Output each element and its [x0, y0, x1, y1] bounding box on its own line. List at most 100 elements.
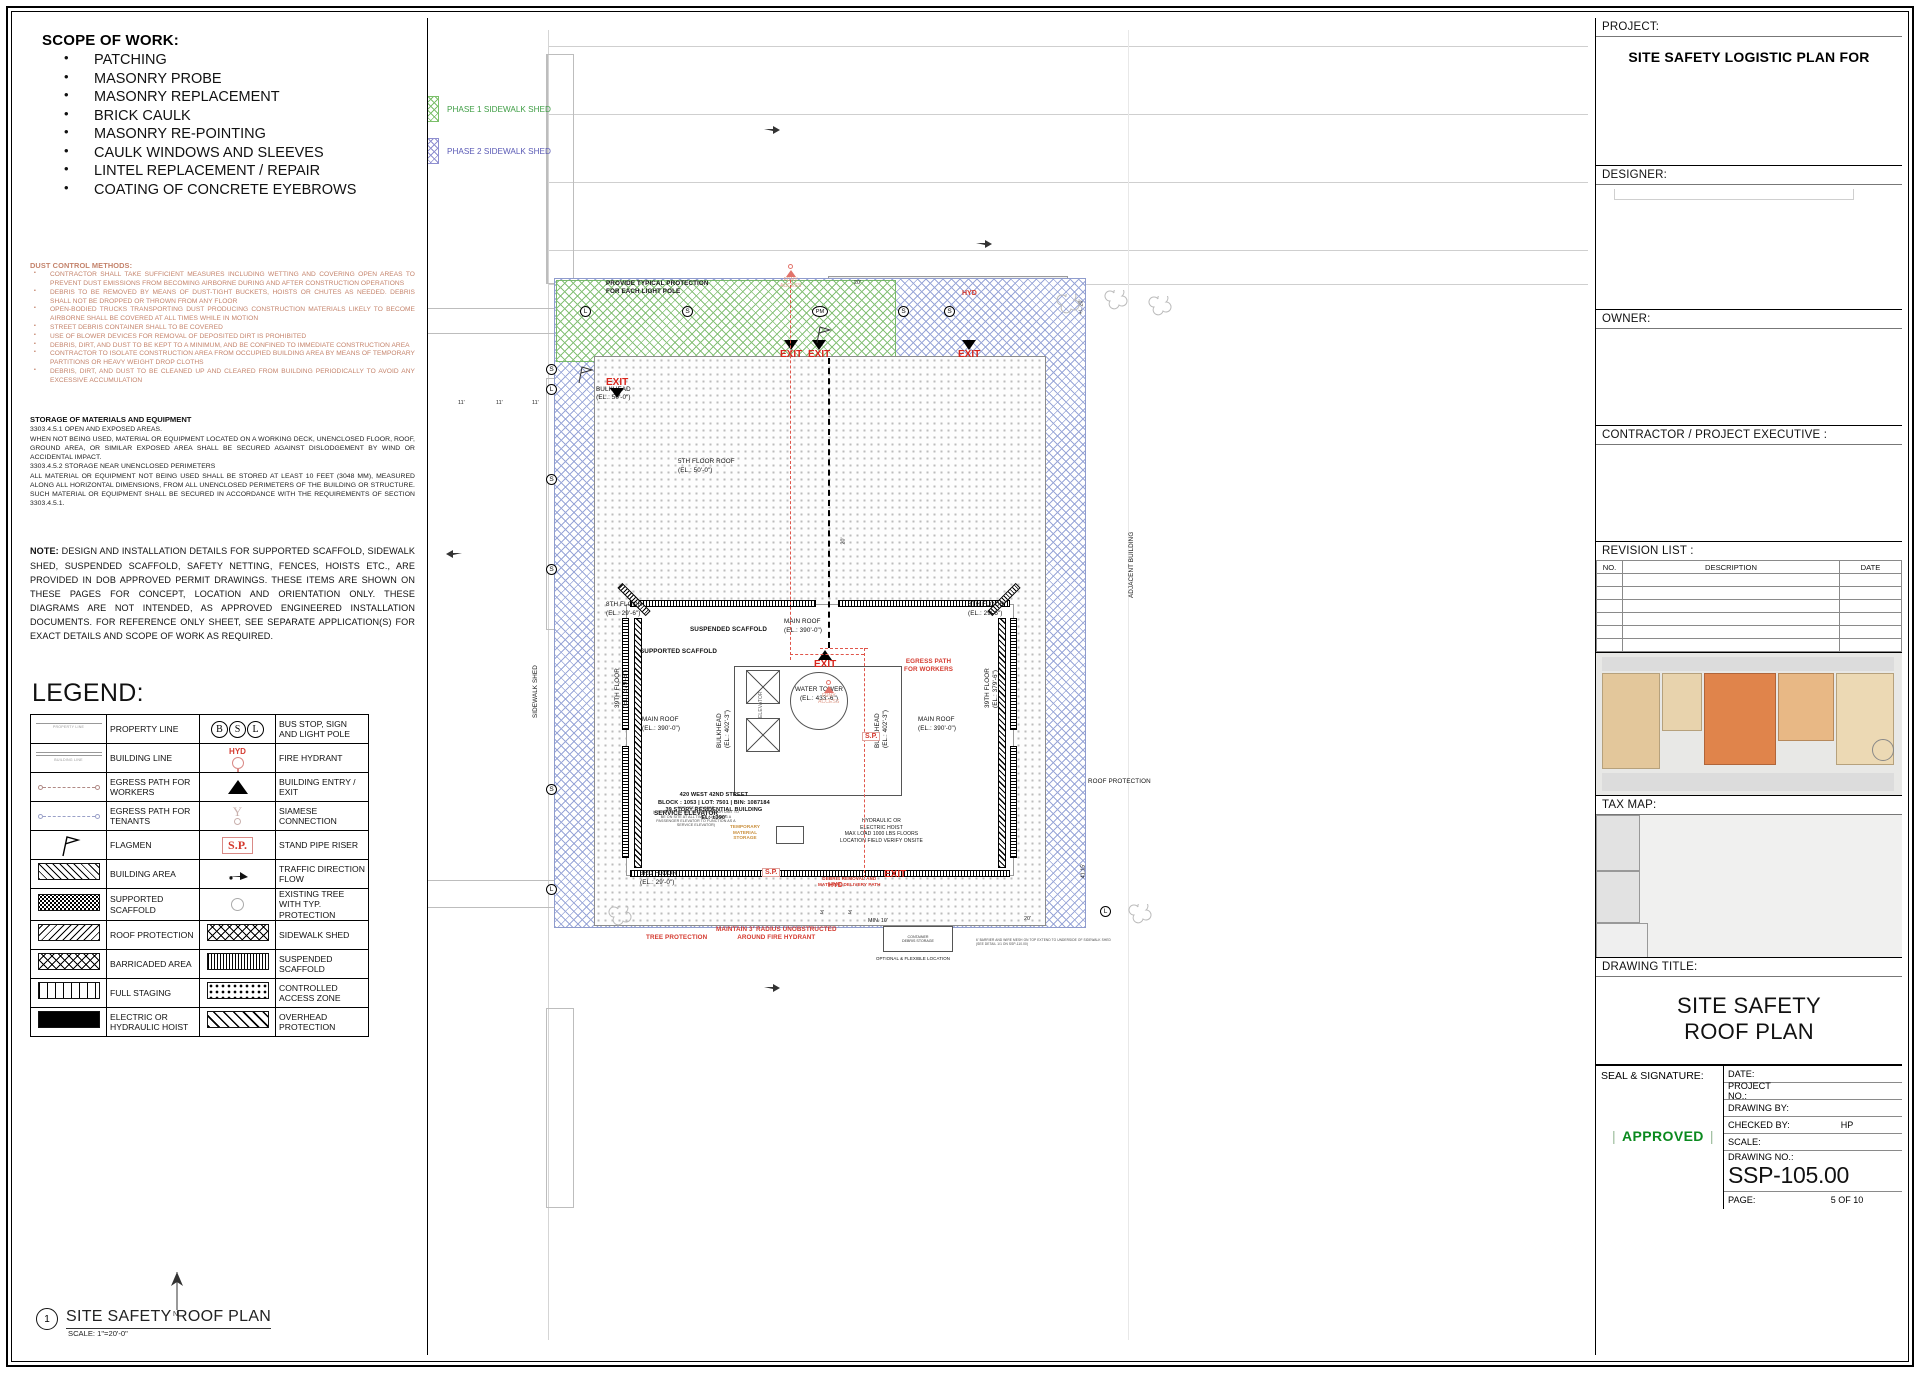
field-key: PROJECT NO.: — [1728, 1080, 1771, 1101]
storage-p1: 3303.4.5.1 OPEN AND EXPOSED AREAS. — [30, 426, 163, 434]
revision-section: REVISION LIST : NO. DESCRIPTION DATE — [1596, 542, 1902, 653]
legend-row: FULL STAGING CONTROLLED ACCESS ZONE — [30, 978, 369, 1009]
legend-row: EGRESS PATH FOR TENANTS Y SIAMESE CONNEC… — [30, 801, 369, 832]
roof-protection-note: ROOF PROTECTION — [1088, 778, 1151, 785]
scope-item: COATING OF CONCRETE EYEBROWS — [60, 180, 415, 200]
light-pole-marker: L — [580, 306, 591, 317]
legend-label: EXISTING TREE WITH TYP. PROTECTION — [275, 888, 369, 922]
map-lot — [1602, 673, 1660, 769]
north-arrow-icon: N — [160, 1270, 194, 1316]
dimension-label: 3' — [848, 910, 853, 916]
fdny-access-label: FDNY ACCESS — [818, 693, 840, 705]
legend-label: ELECTRIC OR HYDRAULIC HOIST — [106, 1007, 200, 1038]
contractor-section: CONTRACTOR / PROJECT EXECUTIVE : — [1596, 426, 1902, 542]
sign-marker: S — [546, 474, 557, 485]
exit-marker: EXIT — [808, 340, 830, 360]
traffic-direction-flow-icon — [976, 236, 992, 251]
sign-marker: S — [682, 306, 693, 317]
sidewalk-shed-label: SIDEWALK SHED — [532, 665, 539, 718]
dust-item: DEBRIS TO BE REMOVED BY MEANS OF DUST-TI… — [30, 288, 415, 307]
traffic-direction-flow-icon — [764, 980, 780, 995]
scope-item: LINTEL REPLACEMENT / REPAIR — [60, 161, 415, 181]
sign-marker: S — [546, 564, 557, 575]
eighth-floor-elev-r: (EL.: 29'-6") — [968, 610, 1003, 617]
exit-marker: EXIT — [958, 340, 980, 360]
water-tower-label: WATER TOWER — [794, 686, 844, 693]
light-pole-note: PROVIDE TYPICAL PROTECTION FOR EACH LIGH… — [606, 280, 709, 296]
field-value: HP — [1840, 1119, 1854, 1130]
drawing-number-block: DRAWING NO.: SSP-105.00 — [1724, 1151, 1902, 1192]
fdny-circle-icon — [788, 264, 794, 269]
roof-protection-icon — [30, 920, 107, 951]
legend-label: BUILDING LINE — [106, 743, 200, 774]
tax-map-image — [1596, 815, 1902, 957]
scope-of-work-title: SCOPE OF WORK: — [42, 32, 179, 49]
approved-stamp: APPROVED — [1612, 1128, 1714, 1144]
street-line — [548, 46, 1588, 47]
sheet-outer-border — [6, 6, 1914, 1367]
suspended-scaffold-band — [630, 870, 1010, 877]
bulkhead-elev-r: (EL.: 402'-3") — [882, 709, 889, 748]
designer-section: DESIGNER: — [1596, 166, 1902, 310]
svg-text:N: N — [173, 1311, 178, 1316]
storage-p4: ALL MATERIAL OR EQUIPMENT NOT BEING USED… — [30, 472, 415, 508]
legend-label: BARRICADED AREA — [106, 949, 200, 980]
standpipe-marker: S.P. — [762, 868, 781, 877]
building-area-icon — [30, 859, 107, 890]
elevator-shaft-2 — [746, 718, 780, 752]
fdny-triangle-icon — [823, 686, 834, 693]
revision-header-row: NO. DESCRIPTION DATE — [1596, 560, 1902, 574]
site-plan-drawing: PHASE 1 SIDEWALK SHED PHASE 2 SIDEWALK S… — [428, 18, 1596, 1355]
exit-label: EXIT — [884, 869, 907, 880]
legend-label: SUPPORTED SCAFFOLD — [106, 888, 200, 922]
dust-control-title: DUST CONTROL METHODS: — [30, 261, 133, 271]
barricaded-area-icon — [30, 949, 107, 980]
contractor-label: CONTRACTOR / PROJECT EXECUTIVE : — [1596, 426, 1902, 445]
suspended-scaffold-band — [1010, 618, 1017, 730]
legend-label: ROOF PROTECTION — [106, 920, 200, 951]
revision-row — [1596, 612, 1902, 626]
legend-label: FULL STAGING — [106, 978, 200, 1009]
building-entry-exit-icon — [962, 340, 977, 350]
phase-1-key: PHASE 1 SIDEWALK SHED — [428, 96, 551, 122]
street-line — [548, 182, 1588, 183]
sign-marker: S — [898, 306, 909, 317]
dimension-label: 20' — [1024, 916, 1032, 922]
water-tower-elev: (EL.: 433'-6") — [799, 695, 839, 702]
field-row-drawing-by: DRAWING BY: — [1724, 1100, 1902, 1117]
dimension-label: 11' — [496, 400, 503, 406]
egress-path-red-right — [864, 648, 865, 878]
egress-path-red-vertical — [790, 280, 791, 660]
building-entry-exit-icon — [199, 772, 276, 803]
notes-column: SCOPE OF WORK: PATCHING MASONRY PROBE MA… — [18, 18, 428, 1355]
tax-lot — [1596, 923, 1648, 957]
legend-label: TRAFFIC DIRECTION FLOW — [275, 859, 369, 890]
legend-label: SIDEWALK SHED — [275, 920, 369, 951]
main-roof-elev-top: (EL.: 390'-0") — [784, 627, 823, 634]
dust-item: USE OF BLOWER DEVICES FOR REMOVAL OF DEP… — [30, 332, 415, 342]
phase-1-swatch — [428, 96, 439, 122]
existing-tree-icon — [1104, 286, 1130, 317]
field-key: DRAWING BY: — [1728, 1102, 1789, 1113]
drawing-title: SITE SAFETY ROOF PLAN — [1596, 977, 1902, 1064]
scope-item: MASONRY REPLACEMENT — [60, 87, 415, 107]
service-elevator-note: SERVICE ELEVATOR — [654, 810, 719, 817]
flagmen-icon — [574, 364, 594, 389]
map-lot — [1662, 673, 1702, 731]
contractor-blank-area — [1596, 445, 1902, 541]
note-text: DESIGN AND INSTALLATION DETAILS FOR SUPP… — [30, 546, 415, 641]
drawing-no-value: SSP-105.00 — [1728, 1161, 1850, 1188]
dust-item: OPEN-BODIED TRUCKS TRANSPORTING DUST PRO… — [30, 305, 415, 324]
location-map-section — [1596, 653, 1902, 796]
map-street — [1602, 657, 1894, 671]
dust-item: CONTRACTOR TO ISOLATE CONSTRUCTION AREA … — [30, 349, 415, 368]
traffic-direction-flow-icon — [199, 859, 276, 890]
flagmen-icon — [812, 324, 832, 349]
suspended-scaffold-band — [1010, 746, 1017, 858]
suspended-scaffold-band — [622, 618, 629, 730]
building-entry-exit-icon — [812, 340, 827, 350]
bulkhead-label-l: BULKHEAD — [716, 713, 723, 748]
stand-pipe-riser-icon: S.P. — [199, 830, 276, 861]
tax-lot — [1596, 815, 1640, 871]
egress-path-black-vertical — [828, 358, 830, 648]
